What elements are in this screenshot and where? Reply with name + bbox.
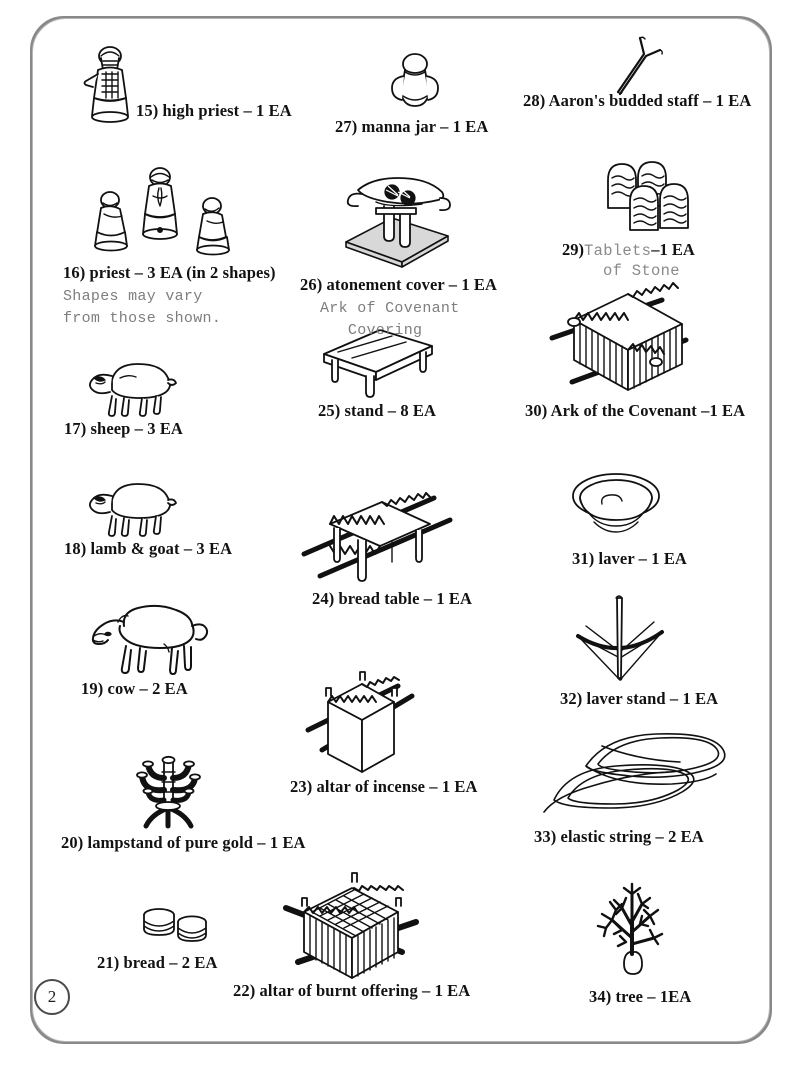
altar-of-incense-icon [300,668,420,784]
item-25-stand: 25) stand – 8 EA [318,324,438,420]
item-15-caption: 15) high priest – 1 EA [136,101,292,120]
elastic-string-coil-icon [540,722,740,826]
tablets-of-stone-icon [600,152,700,238]
atonement-cover-icon [336,160,464,270]
bread-stacks-icon [140,906,214,950]
item-19-cow: 19) cow – 2 EA [81,596,212,698]
item-29-number: 29) [562,240,584,259]
item-17-sheep: 17) sheep – 3 EA [64,358,183,438]
item-20-lampstand: 20) lampstand of pure gold – 1 EA [61,746,305,852]
item-29-tablets-of-stone: 29)Tablets–1 EA of Stone [562,152,700,280]
page-number-badge: 2 [34,979,70,1015]
page-number-label: 2 [47,987,57,1006]
item-28-budded-staff: 28) Aaron's budded staff – 1 EA [523,32,751,110]
lamb-goat-figure-icon [82,478,182,540]
bread-table-icon [296,478,456,588]
item-29-caption-line2: of Stone [603,262,680,280]
item-15-high-priest: 15) high priest – 1 EA [74,44,292,124]
item-29-qty: –1 EA [651,240,695,259]
item-18-caption: 18) lamb & goat – 3 EA [64,539,233,558]
item-34-tree: 34) tree – 1EA [589,880,691,1006]
item-16-priest: 16) priest – 3 EA (in 2 shapes) Shapes m… [63,166,275,327]
item-21-bread: 21) bread – 2 EA [97,906,217,972]
cow-figure-icon [88,596,212,676]
item-23-caption: 23) altar of incense – 1 EA [290,777,478,796]
item-18-lamb-goat: 18) lamb & goat – 3 EA [64,478,232,558]
item-30-caption: 30) Ark of the Covenant –1 EA [525,401,746,420]
altar-of-burnt-offering-icon [268,866,428,996]
ark-of-covenant-covering-note: Ark of Covenant Covering [320,300,460,339]
item-20-caption: 20) lampstand of pure gold – 1 EA [61,833,306,852]
shapes-may-vary-note: Shapes may vary from those shown. [63,288,222,327]
tree-figure-icon [592,880,682,984]
item-26-atonement-cover: 26) atonement cover – 1 EA Ark of Covena… [300,160,497,339]
high-priest-figure-icon [74,44,146,124]
item-29-caption-line1: 29)Tablets–1 EA [562,240,695,260]
budded-staff-icon [610,32,680,96]
item-21-caption: 21) bread – 2 EA [97,953,218,972]
item-22-caption: 22) altar of burnt offering – 1 EA [233,981,471,1000]
item-31-caption: 31) laver – 1 EA [572,549,687,568]
manna-jar-icon [385,52,445,114]
laver-basin-icon [568,470,668,546]
item-23-altar-incense: 23) altar of incense – 1 EA [290,668,477,796]
ark-of-the-covenant-icon [540,276,700,398]
laver-stand-icon [570,592,670,688]
sheep-figure-icon [82,358,182,420]
item-19-caption: 19) cow – 2 EA [81,679,188,698]
item-33-elastic-string: 33) elastic string – 2 EA [534,722,740,846]
lampstand-menorah-icon [128,746,210,830]
item-26-caption: 26) atonement cover – 1 EA [300,275,498,294]
item-29-name: Tablets [584,242,652,260]
item-25-caption: 25) stand – 8 EA [318,401,437,420]
item-34-caption: 34) tree – 1EA [589,987,692,1006]
priest-figures-icon [86,166,246,262]
item-22-altar-burnt-offering: 22) altar of burnt offering – 1 EA [233,866,470,1000]
item-31-laver: 31) laver – 1 EA [568,470,687,568]
item-32-laver-stand: 32) laver stand – 1 EA [560,592,718,708]
stand-bench-icon [318,324,438,398]
item-30-ark-of-covenant: 30) Ark of the Covenant –1 EA [525,276,745,420]
item-16-caption: 16) priest – 3 EA (in 2 shapes) [63,263,276,282]
item-17-caption: 17) sheep – 3 EA [64,419,183,438]
item-32-caption: 32) laver stand – 1 EA [560,689,719,708]
item-28-caption: 28) Aaron's budded staff – 1 EA [523,91,752,110]
item-27-manna-jar: 27) manna jar – 1 EA [335,52,488,136]
item-33-caption: 33) elastic string – 2 EA [534,827,704,846]
page-border [30,16,772,1044]
item-24-bread-table: 24) bread table – 1 EA [296,478,472,608]
item-24-caption: 24) bread table – 1 EA [312,589,473,608]
item-27-caption: 27) manna jar – 1 EA [335,117,489,136]
